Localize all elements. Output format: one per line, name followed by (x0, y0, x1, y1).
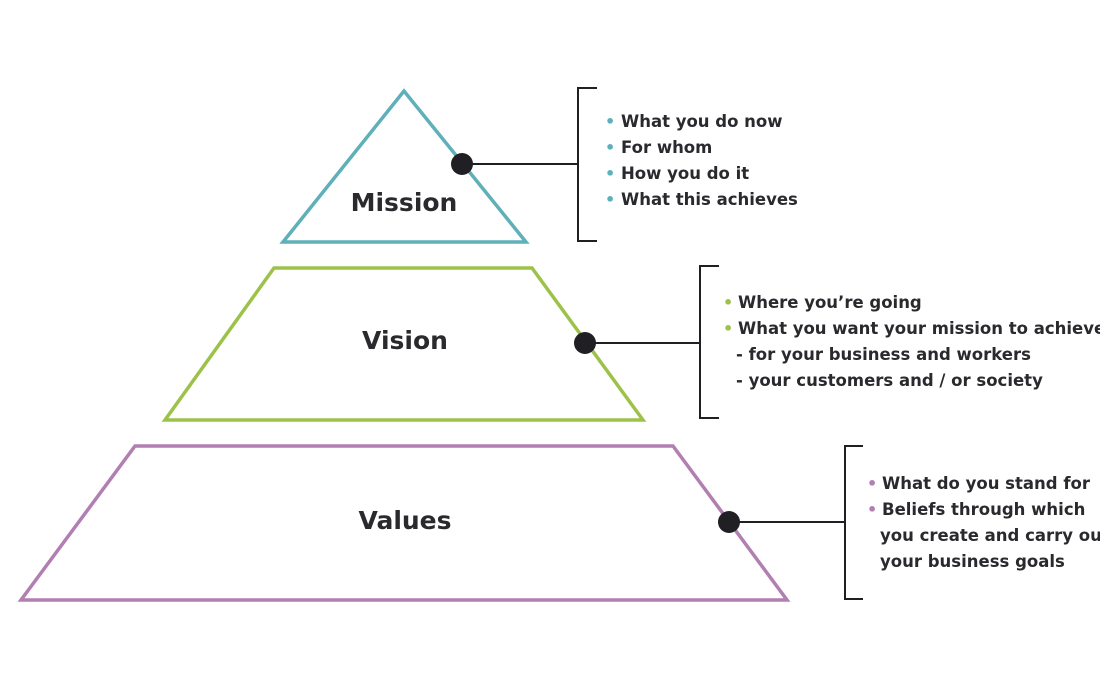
mission-bullet-4: • What this achieves (605, 190, 798, 209)
values-continuation-2: your business goals (880, 552, 1065, 571)
values-bullet-2: • Beliefs through which (867, 500, 1085, 519)
mission-bracket (577, 87, 597, 242)
values-layer: Values (17, 444, 791, 602)
values-bracket (844, 445, 863, 600)
vision-sub-line-1: - for your business and workers (736, 345, 1031, 364)
vision-connector-dot (574, 332, 596, 354)
values-bullet-list: • What do you stand for • Beliefs throug… (867, 474, 1100, 571)
mission-bullet-1: • What you do now (605, 112, 783, 131)
mission-connector (451, 87, 597, 242)
vision-label: Vision (362, 326, 448, 355)
values-label: Values (358, 506, 451, 535)
vision-connector (574, 265, 719, 419)
mission-triangle (279, 88, 530, 244)
vision-bullet-2: • What you want your mission to achieve (723, 319, 1100, 338)
mission-bullet-list: • What you do now • For whom • How you d… (605, 112, 798, 209)
mission-label: Mission (351, 188, 458, 217)
vision-sub-line-2: - your customers and / or society (736, 371, 1043, 390)
vision-bullet-1: • Where you’re going (723, 293, 922, 312)
values-connector (718, 445, 863, 600)
mission-bullet-3: • How you do it (605, 164, 749, 183)
mission-bullet-2: • For whom (605, 138, 712, 157)
vision-trapezoid (161, 266, 647, 422)
values-trapezoid (17, 444, 791, 602)
mission-layer: Mission (279, 88, 530, 244)
values-bullet-1: • What do you stand for (867, 474, 1091, 493)
vision-layer: Vision (161, 266, 647, 422)
vision-bullet-list: • Where you’re going • What you want you… (723, 293, 1100, 390)
mission-connector-dot (451, 153, 473, 175)
vision-bracket (699, 265, 719, 419)
values-continuation-1: you create and carry out (880, 526, 1100, 545)
values-connector-dot (718, 511, 740, 533)
